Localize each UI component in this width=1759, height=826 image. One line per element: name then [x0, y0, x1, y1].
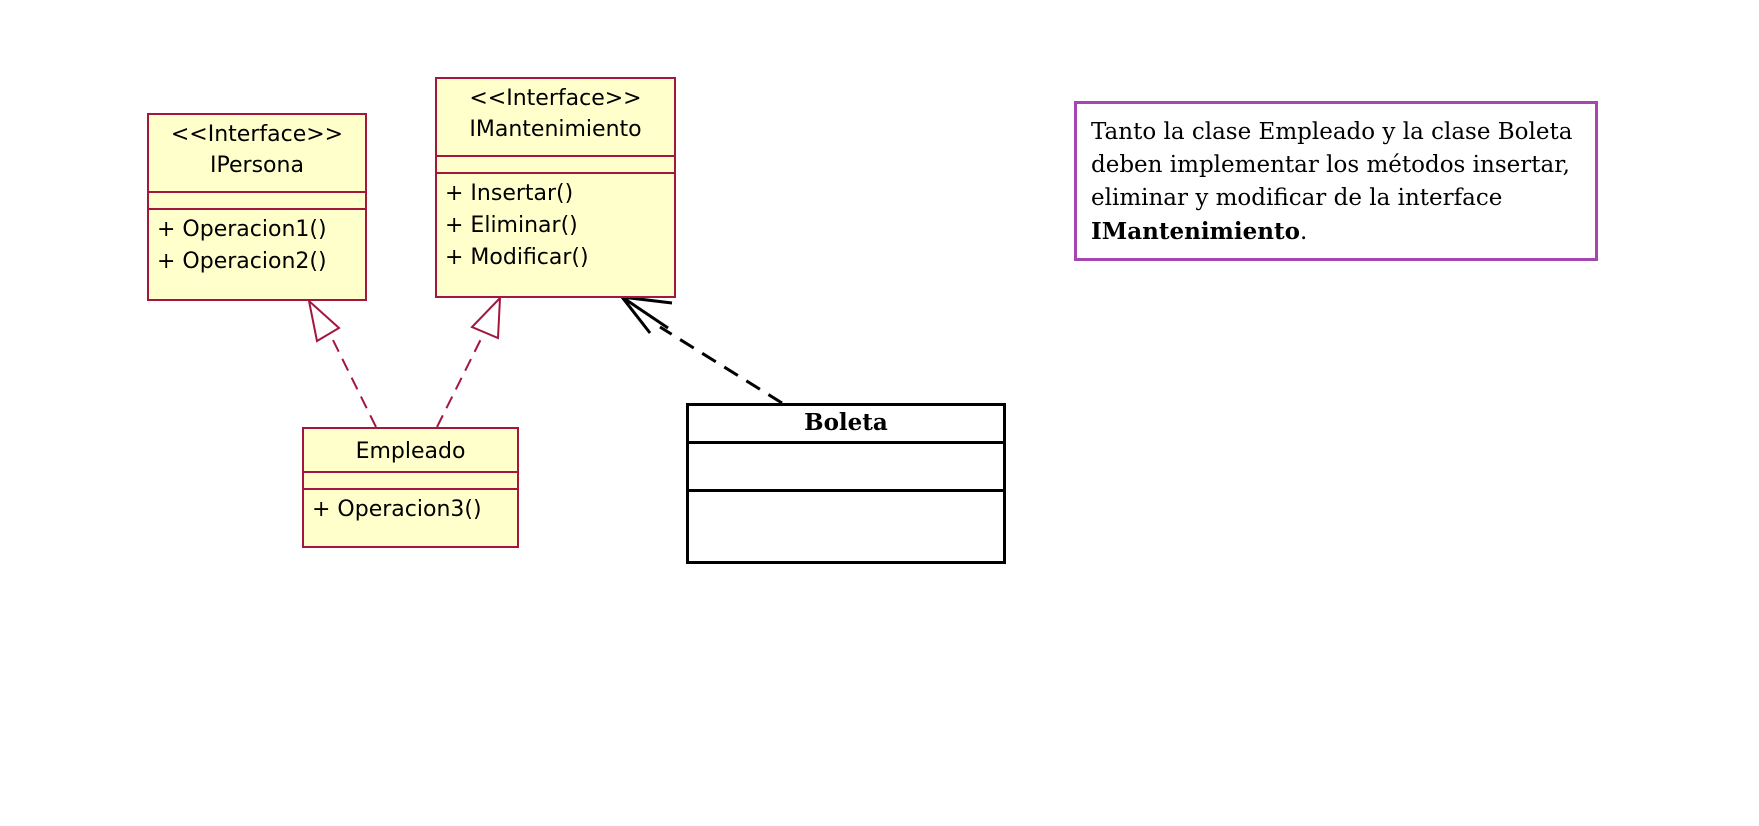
imantenimiento-stereotype: <<Interface>> — [469, 86, 642, 111]
interface-ipersona[interactable]: <<Interface>> IPersona + Operacion1() + … — [147, 113, 367, 301]
imantenimiento-header: <<Interface>> IMantenimiento — [437, 79, 674, 155]
interface-imantenimiento[interactable]: <<Interface>> IMantenimiento + Insertar(… — [435, 77, 676, 298]
note-emphasis: IMantenimiento — [1091, 218, 1300, 245]
note-text-end: . — [1299, 219, 1308, 245]
realization-arrowhead-boleta-stroke — [621, 295, 669, 330]
imantenimiento-attributes — [437, 155, 674, 172]
realization-boleta-imantenimiento — [659, 325, 783, 405]
realization-arrowhead-imantenimiento — [470, 295, 502, 340]
empleado-attributes — [304, 471, 517, 488]
ipersona-header: <<Interface>> IPersona — [149, 115, 365, 191]
realization-arrowhead-ipersona — [307, 298, 341, 343]
note-box: Tanto la clase Empleado y la clase Bolet… — [1074, 101, 1598, 261]
empleado-operations: + Operacion3() — [304, 488, 517, 526]
boleta-name: Boleta — [689, 406, 1003, 444]
realization-empleado-imantenimiento — [436, 338, 482, 428]
class-boleta[interactable]: Boleta — [686, 403, 1006, 564]
imantenimiento-operation: + Eliminar() — [445, 213, 578, 238]
ipersona-operations: + Operacion1() + Operacion2() — [149, 208, 365, 278]
ipersona-stereotype: <<Interface>> — [170, 122, 344, 147]
ipersona-operation: + Operacion1() — [157, 217, 327, 242]
boleta-attributes — [689, 444, 1003, 492]
imantenimiento-operations: + Insertar() + Eliminar() + Modificar() — [437, 172, 674, 274]
ipersona-attributes — [149, 191, 365, 208]
empleado-name: Empleado — [355, 439, 466, 464]
ipersona-operation: + Operacion2() — [157, 249, 327, 274]
imantenimiento-operation: + Modificar() — [445, 245, 589, 270]
class-empleado[interactable]: Empleado + Operacion3() — [302, 427, 519, 548]
empleado-operation: + Operacion3() — [312, 497, 482, 522]
ipersona-name: IPersona — [210, 153, 304, 178]
note-text: Tanto la clase Empleado y la clase Bolet… — [1091, 119, 1573, 211]
imantenimiento-operation: + Insertar() — [445, 181, 574, 206]
realization-empleado-ipersona — [328, 331, 377, 428]
empleado-header: Empleado — [304, 429, 517, 471]
imantenimiento-name: IMantenimiento — [469, 117, 642, 142]
